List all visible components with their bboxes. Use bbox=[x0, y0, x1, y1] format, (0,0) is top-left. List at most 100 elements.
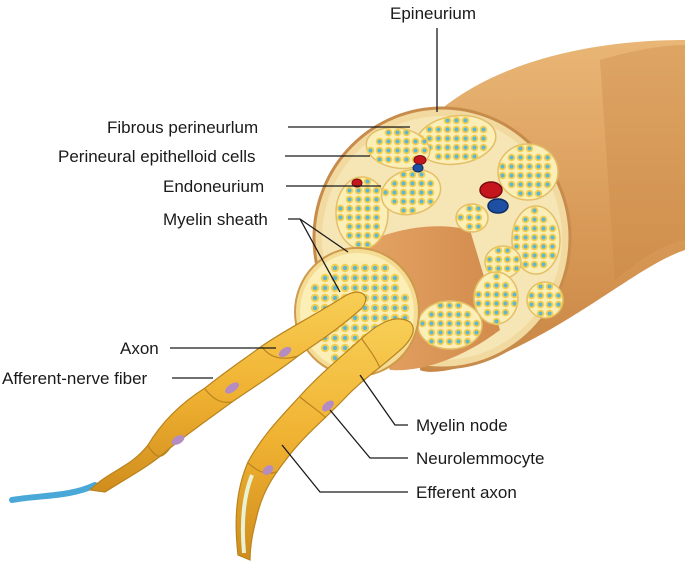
axon-dot bbox=[348, 225, 352, 229]
axon-dot bbox=[387, 131, 391, 135]
axon-dot bbox=[393, 200, 397, 204]
axon-dot bbox=[533, 245, 537, 249]
axon-dot bbox=[393, 276, 397, 280]
axon-dot bbox=[393, 306, 397, 310]
axon-dot bbox=[477, 302, 481, 306]
axon-dot bbox=[455, 155, 459, 159]
axon-dot bbox=[557, 294, 561, 298]
axon-dot bbox=[383, 276, 387, 280]
axon-dot bbox=[519, 183, 523, 187]
axon-dot bbox=[348, 234, 352, 238]
axon-dot bbox=[402, 209, 406, 213]
axon-dot bbox=[497, 267, 501, 271]
axon-dot bbox=[375, 234, 379, 238]
axon-dot bbox=[387, 158, 391, 162]
axon-dot bbox=[519, 156, 523, 160]
axon-dot bbox=[363, 276, 367, 280]
axon-dot bbox=[373, 306, 377, 310]
axon-dot bbox=[510, 174, 514, 178]
axon-dot bbox=[366, 216, 370, 220]
axon-dot bbox=[542, 263, 546, 267]
axon-dot bbox=[455, 137, 459, 141]
axon-dot bbox=[464, 155, 468, 159]
axon-dot bbox=[482, 137, 486, 141]
axon-dot bbox=[537, 156, 541, 160]
axon-dot bbox=[533, 263, 537, 267]
axon-dot bbox=[393, 191, 397, 195]
axon-dot bbox=[446, 119, 450, 123]
axon-dot bbox=[468, 225, 472, 229]
axon-dot bbox=[542, 254, 546, 258]
axon-dot bbox=[515, 267, 519, 271]
label-epineurium: Epineurium bbox=[390, 4, 476, 23]
label-perineural-epithelioid-cells: Perineural epithelloid cells bbox=[58, 147, 256, 166]
axon-dot bbox=[515, 227, 519, 231]
axon-dot bbox=[548, 285, 552, 289]
axon-dot bbox=[446, 146, 450, 150]
axon-dot bbox=[546, 174, 550, 178]
axon-dot bbox=[313, 306, 317, 310]
axon-dot bbox=[333, 296, 337, 300]
axon-dot bbox=[375, 216, 379, 220]
axon-dot bbox=[528, 183, 532, 187]
axon-dot bbox=[464, 119, 468, 123]
axon-dot bbox=[429, 191, 433, 195]
label-afferent-nerve-fiber: Afferent-nerve fiber bbox=[2, 369, 148, 388]
axon-dot bbox=[477, 225, 481, 229]
axon-dot bbox=[313, 296, 317, 300]
axon-dot bbox=[348, 216, 352, 220]
axon-dot bbox=[439, 331, 443, 335]
axon-dot bbox=[411, 209, 415, 213]
axon-dot bbox=[548, 312, 552, 316]
axon-dot bbox=[437, 146, 441, 150]
axon-dot bbox=[393, 182, 397, 186]
axon-dot bbox=[405, 140, 409, 144]
axon-dot bbox=[403, 306, 407, 310]
axon-dot bbox=[378, 149, 382, 153]
axon-dot bbox=[528, 192, 532, 196]
fascicle bbox=[336, 177, 388, 249]
artery-small bbox=[414, 156, 426, 165]
axon-dot bbox=[387, 140, 391, 144]
axon-dot bbox=[396, 158, 400, 162]
axon-dot bbox=[513, 293, 517, 297]
axon-dot bbox=[464, 137, 468, 141]
axon-dot bbox=[504, 311, 508, 315]
axon-dot bbox=[475, 331, 479, 335]
axon-dot bbox=[542, 218, 546, 222]
axon-dot bbox=[353, 266, 357, 270]
axon-dot bbox=[353, 316, 357, 320]
axon-dot bbox=[357, 189, 361, 193]
axon-dot bbox=[495, 293, 499, 297]
label-endoneurium: Endoneurium bbox=[163, 177, 264, 196]
axon-dot bbox=[524, 236, 528, 240]
axon-dot bbox=[396, 149, 400, 153]
axon-dot bbox=[439, 313, 443, 317]
axon-dot bbox=[473, 146, 477, 150]
axon-dot bbox=[524, 263, 528, 267]
axon-dot bbox=[546, 165, 550, 169]
axon-dot bbox=[506, 258, 510, 262]
axon-dot bbox=[420, 173, 424, 177]
axon-dot bbox=[405, 149, 409, 153]
axon-dot bbox=[366, 207, 370, 211]
axon-dot bbox=[542, 245, 546, 249]
axon-dot bbox=[486, 302, 490, 306]
leader-neurolemmocyte bbox=[330, 410, 408, 458]
axon-dot bbox=[366, 198, 370, 202]
axon-dot bbox=[375, 189, 379, 193]
axon-dot bbox=[482, 146, 486, 150]
axon-dot bbox=[468, 216, 472, 220]
axon-dot bbox=[343, 266, 347, 270]
axon-dot bbox=[466, 322, 470, 326]
axon-dot bbox=[402, 182, 406, 186]
axon-dot bbox=[323, 286, 327, 290]
axon-dot bbox=[457, 304, 461, 308]
axon-dot bbox=[513, 302, 517, 306]
axon-dot bbox=[383, 266, 387, 270]
axon-dot bbox=[411, 182, 415, 186]
axon-dot bbox=[366, 234, 370, 238]
axon-dot bbox=[375, 207, 379, 211]
axon-dot bbox=[546, 183, 550, 187]
